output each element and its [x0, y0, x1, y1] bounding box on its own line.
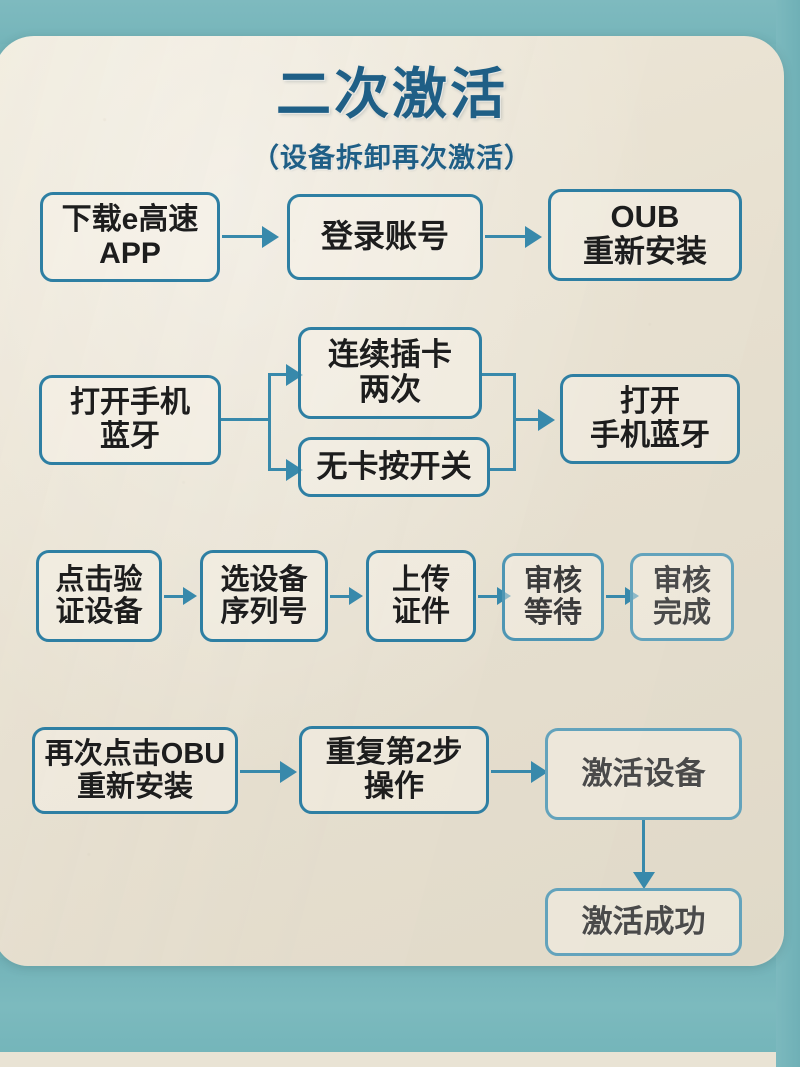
node-download-app: 下载e高速 APP — [40, 192, 220, 282]
node-no-card-press-switch: 无卡按开关 — [298, 437, 490, 497]
connector-line — [478, 595, 500, 598]
node-review-complete: 审核 完成 — [630, 553, 734, 641]
node-upload-documents: 上传 证件 — [366, 550, 476, 642]
arrow-right-icon — [531, 761, 548, 783]
cream-baseboard — [0, 1052, 800, 1067]
connector-line — [490, 468, 516, 471]
connector-line — [221, 418, 271, 421]
arrow-down-icon — [633, 872, 655, 889]
connector-line — [485, 235, 527, 238]
node-activation-success: 激活成功 — [545, 888, 742, 956]
node-open-phone-bluetooth: 打开手机 蓝牙 — [39, 375, 221, 465]
arrow-right-icon — [525, 226, 542, 248]
node-login-account: 登录账号 — [287, 194, 483, 280]
connector-line — [642, 820, 645, 876]
arrow-right-icon — [538, 409, 555, 431]
connector-line — [240, 770, 282, 773]
connector-line — [164, 595, 186, 598]
node-open-phone-bluetooth-2: 打开 手机蓝牙 — [560, 374, 740, 464]
node-repeat-step-2: 重复第2步 操作 — [299, 726, 489, 814]
node-click-verify-device: 点击验 证设备 — [36, 550, 162, 642]
connector-line — [513, 418, 541, 421]
connector-line — [330, 595, 352, 598]
node-activate-device: 激活设备 — [545, 728, 742, 820]
arrow-right-icon — [183, 587, 197, 605]
connector-line — [268, 468, 290, 471]
node-insert-card-twice: 连续插卡 两次 — [298, 327, 482, 419]
arrow-right-icon — [349, 587, 363, 605]
node-click-obu-reinstall-again: 再次点击OBU 重新安装 — [32, 727, 238, 814]
node-obu-reinstall: OUB 重新安装 — [548, 189, 742, 281]
connector-line — [606, 595, 628, 598]
node-select-serial-number: 选设备 序列号 — [200, 550, 328, 642]
connector-line — [513, 373, 516, 471]
connector-line — [268, 373, 290, 376]
connector-line — [482, 373, 516, 376]
node-review-waiting: 审核 等待 — [502, 553, 604, 641]
instruction-board — [0, 36, 784, 966]
page-title: 二次激活 — [275, 63, 508, 125]
arrow-right-icon — [280, 761, 297, 783]
teal-wall-bottom — [0, 958, 800, 1054]
connector-line — [491, 770, 533, 773]
page-subtitle: （设备拆卸再次激活） — [252, 143, 532, 173]
connector-line — [268, 373, 271, 471]
connector-line — [222, 235, 264, 238]
arrow-right-icon — [262, 226, 279, 248]
